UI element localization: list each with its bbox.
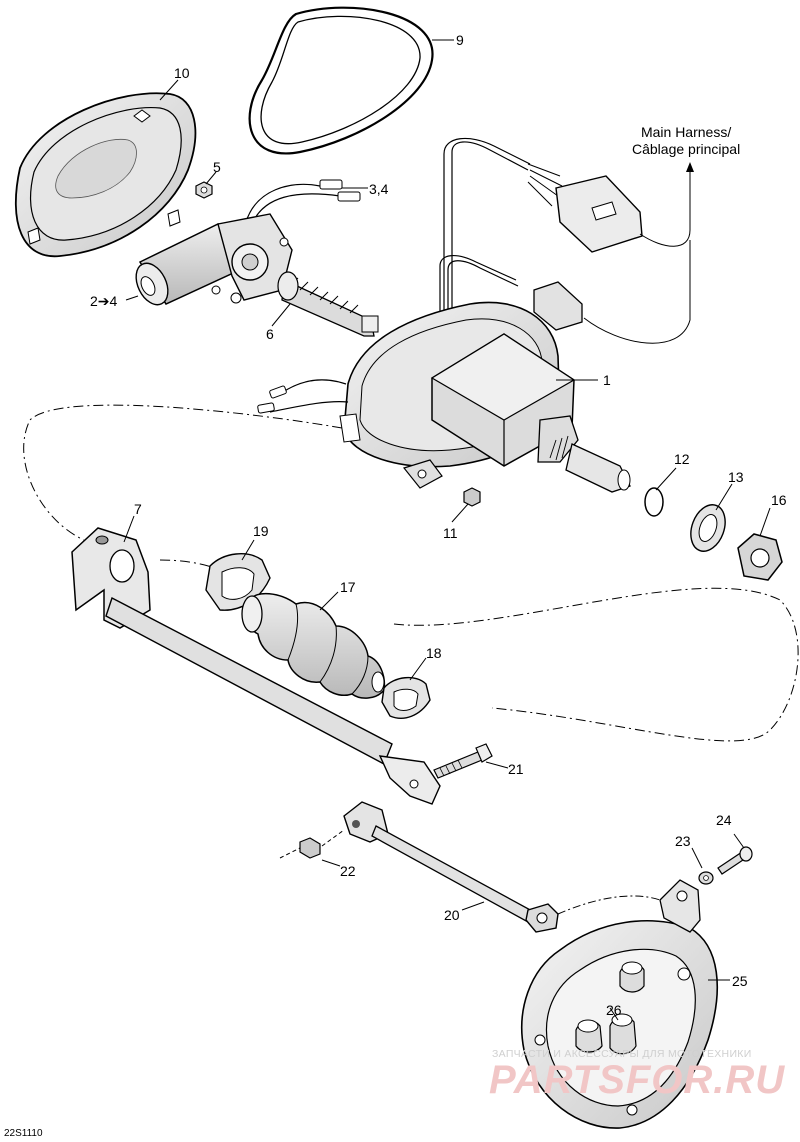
callout-23: 23 <box>675 833 691 849</box>
callout-12: 12 <box>674 451 690 467</box>
part-18-clamp <box>381 677 431 719</box>
callout-26: 26 <box>606 1002 622 1018</box>
main-harness-label: Main Harness/ Câblage principal <box>632 124 740 158</box>
part-6-worm-shaft <box>277 271 379 337</box>
diagram-code: 22S1110 <box>4 1128 43 1139</box>
watermark-tagline: ЗАПЧАСТИ И АКСЕССУАРЫ ДЛЯ МОТОТЕХНИКИ <box>492 1048 752 1060</box>
callout-11: 11 <box>443 525 458 541</box>
watermark-brand: PARTSFOR.RU <box>489 1058 786 1102</box>
callout-16: 16 <box>771 492 787 508</box>
part-23-washer <box>698 871 714 885</box>
part-13-washer <box>690 504 726 552</box>
part-17-boot <box>241 592 386 699</box>
part-21-bolt <box>433 743 493 779</box>
callout-2-4: 2➔4 <box>90 293 118 309</box>
callout-1: 1 <box>603 372 611 388</box>
callout-22: 22 <box>340 863 356 879</box>
callout-19: 19 <box>253 523 269 539</box>
callout-20: 20 <box>444 907 460 923</box>
callout-18: 18 <box>426 645 442 661</box>
callout-7: 7 <box>134 501 142 517</box>
callout-5: 5 <box>213 159 221 175</box>
leader-lines <box>123 39 771 1021</box>
callout-10: 10 <box>174 65 190 81</box>
callout-6: 6 <box>266 326 274 342</box>
part-22-nut <box>279 829 345 859</box>
part-1-actuator <box>257 301 631 493</box>
callout-21: 21 <box>508 761 524 777</box>
part-10-cover <box>14 92 197 258</box>
main-harness-connector <box>439 137 694 360</box>
callout-3-4: 3,4 <box>369 181 389 197</box>
part-2-4-motor <box>135 179 361 306</box>
part-11-nut <box>463 487 481 507</box>
callout-17: 17 <box>340 579 356 595</box>
callout-24: 24 <box>716 812 732 828</box>
part-24-bolt <box>717 846 753 875</box>
part-25-bracket <box>520 879 718 1129</box>
part-12-o-ring <box>644 487 664 517</box>
part-7-rod <box>71 527 441 805</box>
part-9-belt <box>248 6 434 155</box>
part-20-link-rod <box>343 801 661 933</box>
part-16-nut <box>737 533 783 581</box>
callout-9: 9 <box>456 32 464 48</box>
callout-13: 13 <box>728 469 744 485</box>
main-harness-label-line1: Main Harness/ <box>640 124 732 140</box>
main-harness-label-line2: Câblage principal <box>632 141 741 157</box>
part-5-nut <box>195 181 213 199</box>
callout-25: 25 <box>732 973 748 989</box>
